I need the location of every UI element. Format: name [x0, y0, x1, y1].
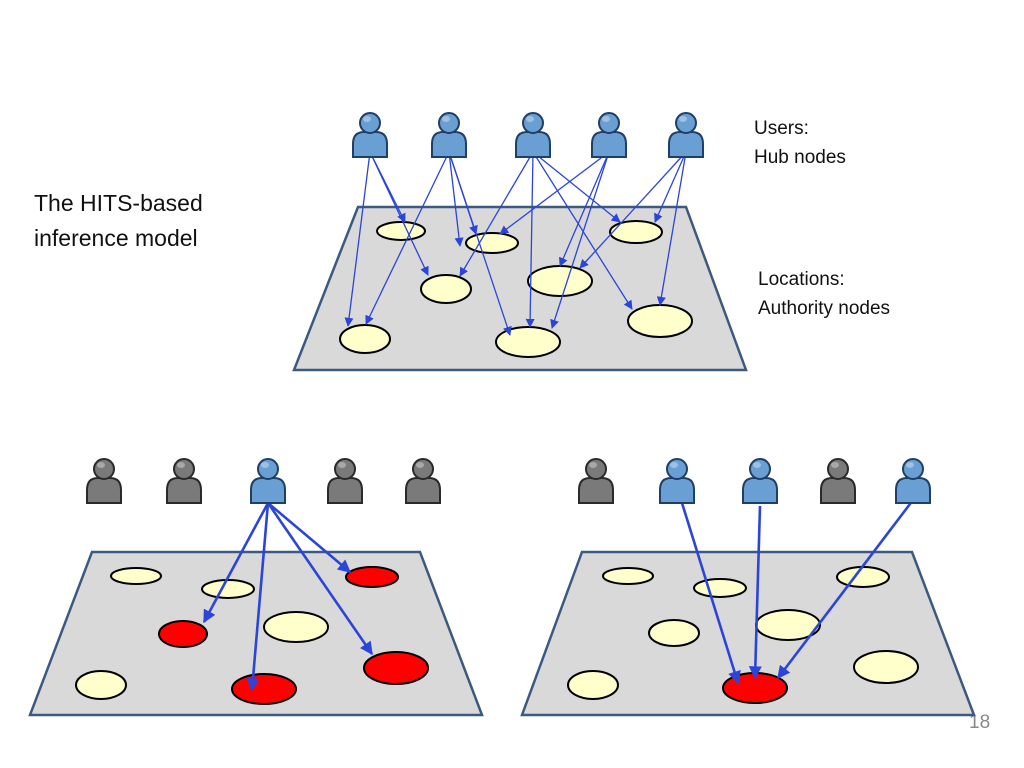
highlighted-location-node — [158, 620, 208, 648]
edge-arrow — [656, 151, 687, 306]
edge-arrow — [559, 151, 610, 267]
highlighted-location-node — [345, 566, 399, 588]
user-icon — [250, 458, 286, 504]
user-icon — [578, 458, 614, 504]
location-node — [627, 304, 693, 338]
location-node — [376, 221, 426, 241]
users-label-line-1: Users: — [754, 118, 809, 139]
highlighted-location-node — [231, 673, 297, 705]
edge-arrow — [459, 151, 534, 277]
location-node — [495, 326, 561, 358]
user-icon — [405, 458, 441, 504]
edge-arrow — [532, 151, 621, 223]
locations-label: Locations: Authority nodes — [758, 265, 890, 323]
edge-arrow — [550, 151, 610, 329]
locations-label-line-2: Authority nodes — [758, 298, 891, 319]
user-icon — [166, 458, 202, 504]
location-node — [201, 579, 255, 599]
users-label: Users: Hub nodes — [754, 114, 846, 172]
user-icon — [431, 112, 467, 158]
edge-arrow — [654, 151, 687, 223]
user-icon — [820, 458, 856, 504]
edge-arrow — [267, 502, 351, 573]
location-node — [609, 220, 663, 244]
location-node — [853, 650, 919, 684]
user-icon — [895, 458, 931, 504]
locations-label-line-1: Locations: — [758, 269, 845, 290]
edge-arrow — [448, 151, 464, 247]
edge-arrow — [525, 151, 535, 328]
slide-title: The HITS-based inference model — [34, 186, 274, 256]
location-node — [110, 567, 162, 585]
edge-arrow — [579, 151, 687, 269]
highlighted-location-node — [363, 651, 429, 685]
edge-arrow — [202, 502, 270, 624]
location-node — [836, 566, 890, 588]
location-node — [648, 619, 700, 647]
user-icon — [668, 112, 704, 158]
user-icon — [659, 458, 695, 504]
user-icon — [327, 458, 363, 504]
edge-arrow — [448, 151, 478, 235]
user-icon — [515, 112, 551, 158]
edge-arrow — [365, 151, 450, 325]
title-line-2: inference model — [34, 225, 198, 251]
location-node — [602, 567, 654, 585]
location-node — [263, 611, 329, 643]
edge-arrow — [344, 151, 371, 327]
bottom-right-diagram — [520, 458, 976, 717]
top-diagram — [292, 112, 748, 372]
edge-arrow — [499, 151, 610, 235]
location-node — [465, 232, 519, 254]
edge-arrow — [776, 499, 915, 680]
location-node — [339, 324, 391, 354]
edge-arrow — [748, 505, 762, 680]
edge-arrow — [266, 502, 374, 656]
edge-arrow — [246, 502, 270, 692]
edge-arrow — [532, 151, 633, 310]
location-node — [693, 578, 747, 598]
location-node — [420, 274, 472, 304]
user-icon — [742, 458, 778, 504]
user-icon — [591, 112, 627, 158]
page-number: 18 — [969, 712, 991, 733]
edge-arrow — [680, 502, 741, 685]
location-node — [75, 670, 127, 700]
user-icon — [352, 112, 388, 158]
location-node — [527, 265, 593, 297]
title-line-1: The HITS-based — [34, 190, 203, 216]
users-label-line-2: Hub nodes — [754, 147, 846, 168]
bottom-left-diagram — [28, 458, 484, 717]
location-node — [567, 670, 619, 700]
user-icon — [86, 458, 122, 504]
edge-arrow — [369, 151, 429, 276]
